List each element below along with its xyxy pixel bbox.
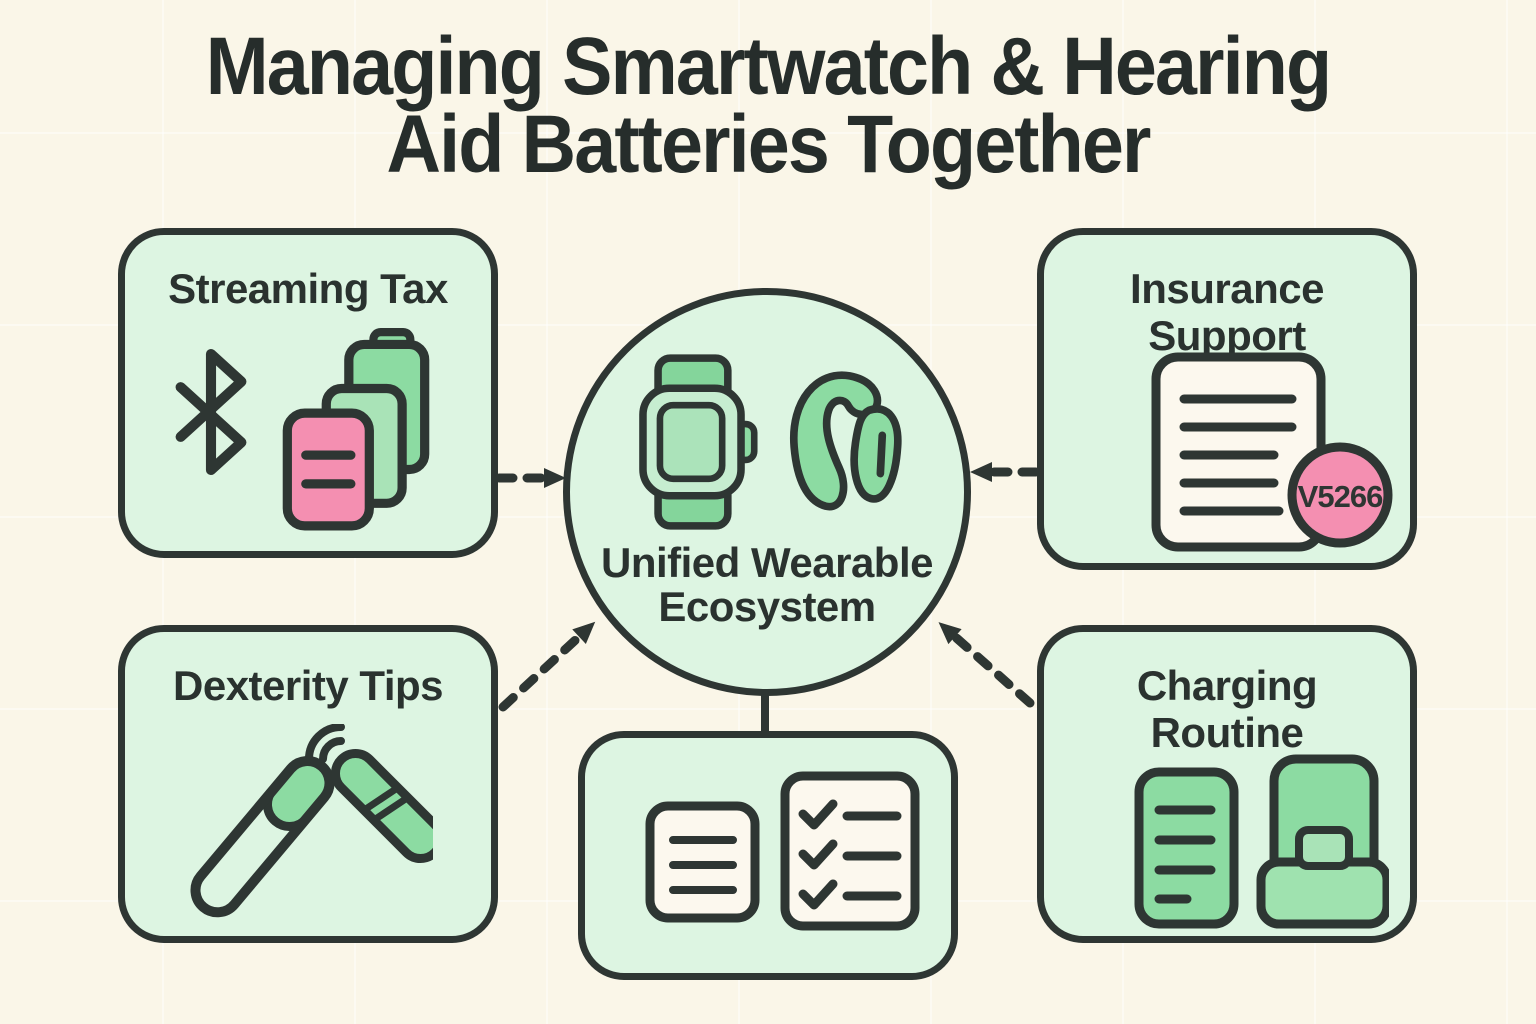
streaming-tax-label: Streaming Tax [168,265,448,312]
node-insurance-support: Insurance Support V5266 [1037,228,1417,570]
dexterity-tips-label: Dexterity Tips [173,662,444,709]
node-charging-routine: Charging Routine [1037,625,1417,943]
hub-connector-line [761,688,769,734]
node-dexterity-tips: Dexterity Tips [118,625,498,943]
battery-wand-icon [330,748,433,864]
insurance-document-icon: V5266 [1151,352,1393,552]
hub-icons [626,351,908,533]
charging-icons [1134,754,1389,929]
bluetooth-icon [175,348,247,476]
notes-document-icon [645,801,760,923]
signal-waves-icon [305,724,345,763]
charging-dock-icon [1256,754,1389,929]
page-title-line2: Aid Batteries Together [386,99,1152,190]
node-streaming-tax: Streaming Tax [118,228,498,558]
page-title: Managing Smartwatch & Hearing Aid Batter… [61,21,1474,190]
code-badge: V5266 [1287,442,1393,548]
connector-arrow-dexterity-tips [498,621,596,712]
checklist-icon [780,771,920,931]
hub-unified-ecosystem: Unified Wearable Ecosystem [563,288,971,696]
hub-label: Unified Wearable Ecosystem [601,539,933,631]
magnet-tool-icon [190,756,335,918]
connector-arrow-charging-routine [938,622,1035,708]
smartwatch-icon [639,354,758,530]
hearing-aid-icon [790,371,902,511]
dexterity-tools-icon [190,724,433,918]
node-checklist-panel [578,731,958,980]
battery-stack-icon [282,328,430,531]
charging-routine-label: Charging Routine [1136,662,1318,757]
battery-level-icon [1134,767,1239,929]
page-title-line1: Managing Smartwatch & Hearing [205,21,1332,112]
code-badge-text: V5266 [1298,479,1383,514]
insurance-support-label: Insurance Support [1130,265,1324,360]
checklist-panel-icons [645,771,920,931]
